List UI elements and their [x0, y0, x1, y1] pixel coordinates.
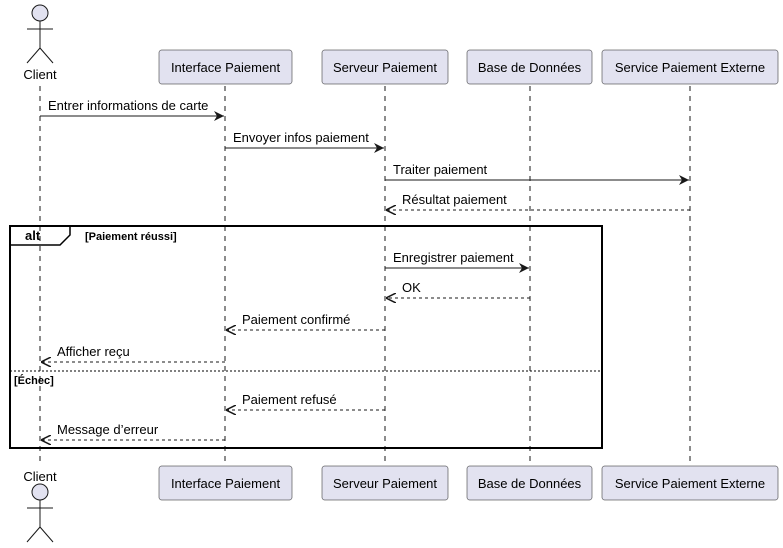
participant-label-ui-top: Interface Paiement [171, 60, 281, 75]
alt-guard-success: [Paiement réussi] [85, 231, 177, 243]
participant-label-db-top: Base de Données [478, 60, 582, 75]
participant-label-ext-top: Service Paiement Externe [615, 60, 765, 75]
actor-label-top: Client [23, 67, 57, 82]
lifelines [39, 86, 691, 466]
alt-tab [10, 226, 71, 246]
participant-box-db-top [466, 49, 593, 85]
message-label-5: Enregistrer paiement [393, 250, 514, 265]
alt-guard-failure: [Échec] [14, 374, 54, 387]
participant-box-server-bottom [321, 465, 449, 501]
message-label-1: Entrer informations de carte [48, 98, 208, 113]
participant-label-server-bottom: Serveur Paiement [333, 476, 437, 491]
participant-box-ext-bottom [601, 465, 779, 501]
message-label-9: Paiement refusé [242, 392, 337, 407]
message-label-6: OK [402, 280, 421, 295]
participant-box-server-top [321, 49, 449, 85]
alt-keyword: alt [25, 228, 41, 243]
message-label-3: Traiter paiement [393, 162, 488, 177]
message-label-7: Paiement confirmé [242, 312, 350, 327]
message-label-4: Résultat paiement [402, 192, 507, 207]
alt-frame [9, 225, 603, 449]
actor-figure-bottom [26, 483, 54, 543]
message-label-10: Message d’erreur [57, 422, 159, 437]
message-label-2: Envoyer infos paiement [233, 130, 369, 145]
participant-label-server-top: Serveur Paiement [333, 60, 437, 75]
actor-figure-top [26, 4, 54, 64]
participant-box-db-bottom [466, 465, 593, 501]
participant-label-db-bottom: Base de Données [478, 476, 582, 491]
participant-box-ext-top [601, 49, 779, 85]
participant-label-ext-bottom: Service Paiement Externe [615, 476, 765, 491]
participant-box-ui-bottom [158, 465, 293, 501]
participant-label-ui-bottom: Interface Paiement [171, 476, 281, 491]
actor-label-bottom: Client [23, 469, 57, 484]
alt-fragment: alt [Paiement réussi] [Échec] [9, 225, 603, 449]
participant-box-ui-top [158, 49, 293, 85]
message-label-8: Afficher reçu [57, 344, 130, 359]
